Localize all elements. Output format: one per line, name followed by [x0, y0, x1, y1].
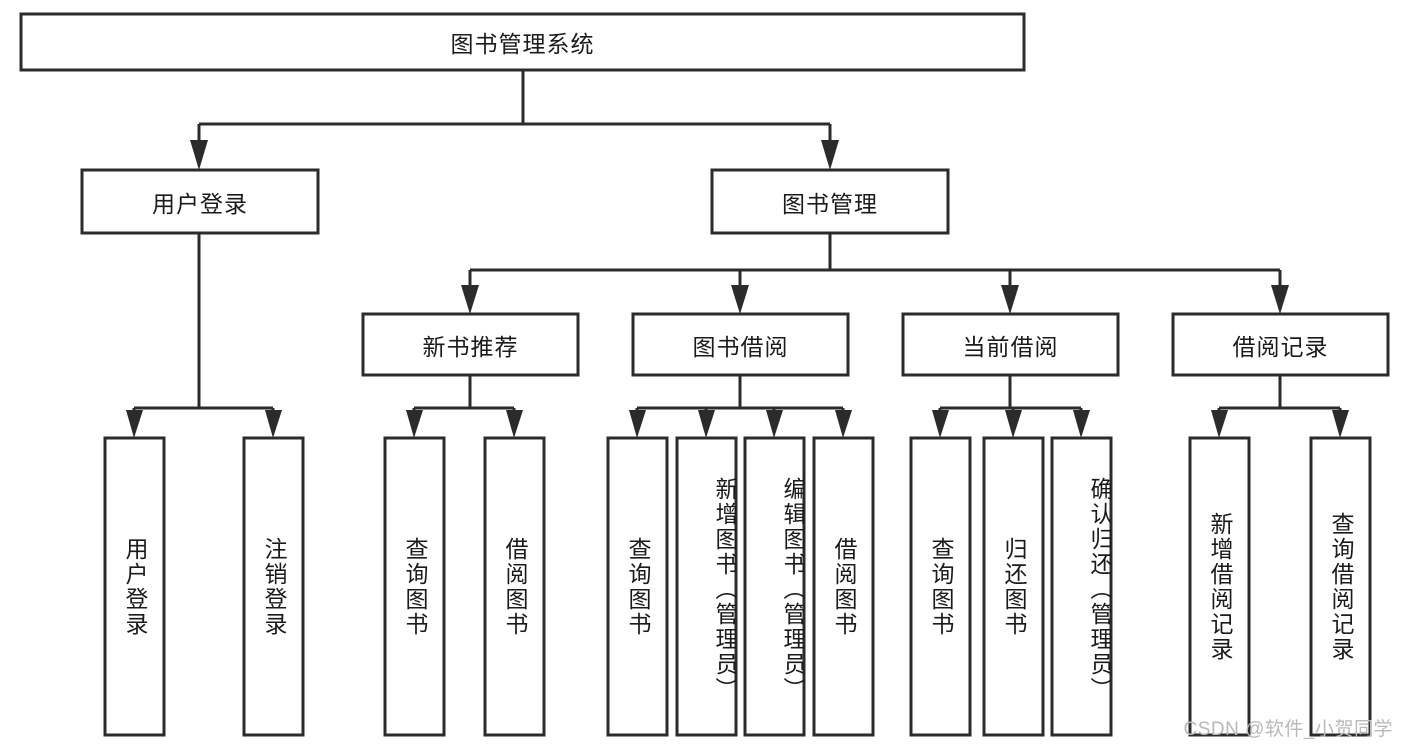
- arrow-head-leaf-add-record: [1211, 410, 1228, 438]
- node-box-leaf-query-book-3[interactable]: [909, 436, 972, 737]
- node-box-leaf-logout-login[interactable]: [242, 436, 305, 737]
- node-box-current-borrow[interactable]: [901, 312, 1120, 377]
- arrow-head-book-management: [821, 140, 839, 170]
- node-box-leaf-borrow-book-1[interactable]: [483, 436, 546, 737]
- arrow-head-leaf-query-book-1: [406, 410, 423, 438]
- node-box-leaf-add-record[interactable]: [1188, 436, 1251, 737]
- node-box-leaf-confirm-return[interactable]: [1050, 436, 1113, 737]
- node-box-leaf-edit-book[interactable]: [743, 436, 806, 737]
- node-box-leaf-user-login[interactable]: [103, 436, 166, 737]
- arrow-head-user-login: [190, 140, 208, 170]
- arrow-head-book-borrow: [731, 285, 749, 314]
- arrow-head-leaf-add-book: [698, 410, 715, 438]
- arrow-head-leaf-edit-book: [766, 410, 783, 438]
- node-box-book-management[interactable]: [710, 168, 950, 235]
- node-box-leaf-query-book-1[interactable]: [383, 436, 446, 737]
- arrow-head-leaf-query-book-3: [932, 410, 949, 438]
- arrow-head-current-borrow: [1001, 285, 1019, 314]
- arrow-head-new-book-recommend: [461, 285, 479, 314]
- arrow-head-leaf-logout-login: [265, 410, 282, 438]
- arrow-head-leaf-return-book: [1005, 410, 1022, 438]
- arrow-head-leaf-borrow-book-2: [835, 410, 852, 438]
- node-box-borrow-record[interactable]: [1171, 312, 1390, 377]
- arrow-head-leaf-query-book-2: [629, 410, 646, 438]
- node-box-leaf-query-record[interactable]: [1309, 436, 1372, 737]
- node-box-root[interactable]: [19, 12, 1026, 72]
- node-box-book-borrow[interactable]: [631, 312, 850, 377]
- arrow-head-leaf-confirm-return: [1073, 410, 1090, 438]
- arrow-head-leaf-borrow-book-1: [506, 410, 523, 438]
- arrow-head-leaf-user-login: [126, 410, 143, 438]
- node-box-leaf-query-book-2[interactable]: [606, 436, 669, 737]
- arrow-head-leaf-query-record: [1332, 410, 1349, 438]
- arrow-head-borrow-record: [1271, 285, 1289, 314]
- node-box-leaf-borrow-book-2[interactable]: [812, 436, 875, 737]
- node-box-new-book-recommend[interactable]: [361, 312, 580, 377]
- node-box-leaf-add-book[interactable]: [675, 436, 738, 737]
- node-box-user-login[interactable]: [80, 168, 320, 235]
- node-box-leaf-return-book[interactable]: [982, 436, 1045, 737]
